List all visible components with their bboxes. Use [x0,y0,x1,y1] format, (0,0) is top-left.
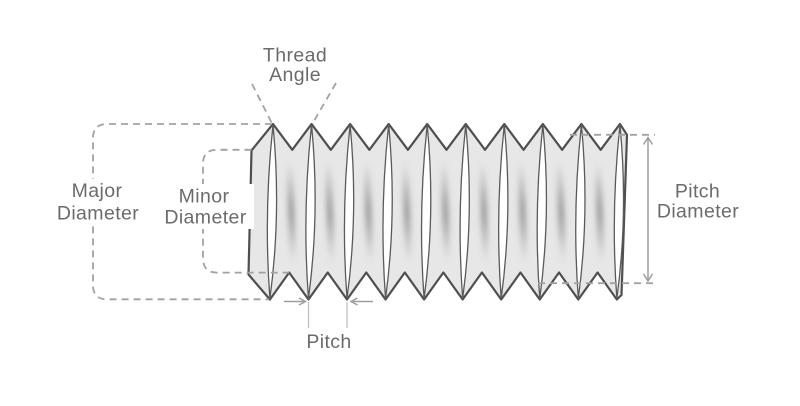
arrow-up-icon [642,136,654,145]
thread-crest-highlight [459,124,470,300]
measurement-arrows [284,136,654,328]
thread-root-shadow [555,160,567,264]
major-diameter-bracket [92,123,272,301]
minor-diameter-label-line2: Diameter [164,207,246,229]
major-diameter-label-line2: Diameter [57,203,139,225]
thread-root-shadow [439,160,451,264]
thread-angle-left-dashed-line [251,83,274,126]
screw-body-outline [247,122,629,301]
thread-angle-label-line1: Thread [263,45,327,67]
major-label-background [52,179,144,226]
thread-root-shadow [517,160,529,264]
minor-diameter-bracket [202,148,289,274]
minor-diameter-label-line1: Minor [179,186,230,208]
thread-crest-highlight [575,124,586,300]
annotation-dashed-lines [92,82,655,301]
thread-crest-highlight [613,124,625,300]
pitch-diameter-label-line1: Pitch [675,181,720,203]
thread-root-shadow [594,160,606,264]
thread-root-shadow [324,160,336,264]
pitch-label: Pitch [306,331,351,353]
arrow-left-icon [349,297,358,306]
thread-crest-highlight [343,124,355,300]
thread-angle-right-dashed-line [311,82,337,126]
thread-crest-highlight [420,124,432,300]
thread-root-shadow [478,160,490,264]
thread-crest-highlight [305,124,316,300]
arrow-down-icon [642,273,654,283]
thread-root-shadow [401,160,413,264]
pitch-diameter-label-line2: Diameter [657,201,739,223]
thread-root-shading-group [285,160,606,264]
thread-root-shadow [362,160,374,264]
thread-crest-highlight [497,124,509,300]
thread-crest-highlight [382,124,393,300]
major-diameter-label-line1: Major [72,180,123,202]
screw-body [247,122,629,301]
thread-root-shadow [285,160,297,264]
thread-crest-group [266,124,625,300]
thread-crest-highlight [536,124,548,300]
thread-crest-highlight [266,124,278,300]
minor-label-background [156,184,254,229]
labels: Thread Angle Major Diameter Minor Diamet… [57,45,739,354]
thread-angle-label-line2: Angle [269,64,321,86]
arrow-right-icon [298,297,308,306]
